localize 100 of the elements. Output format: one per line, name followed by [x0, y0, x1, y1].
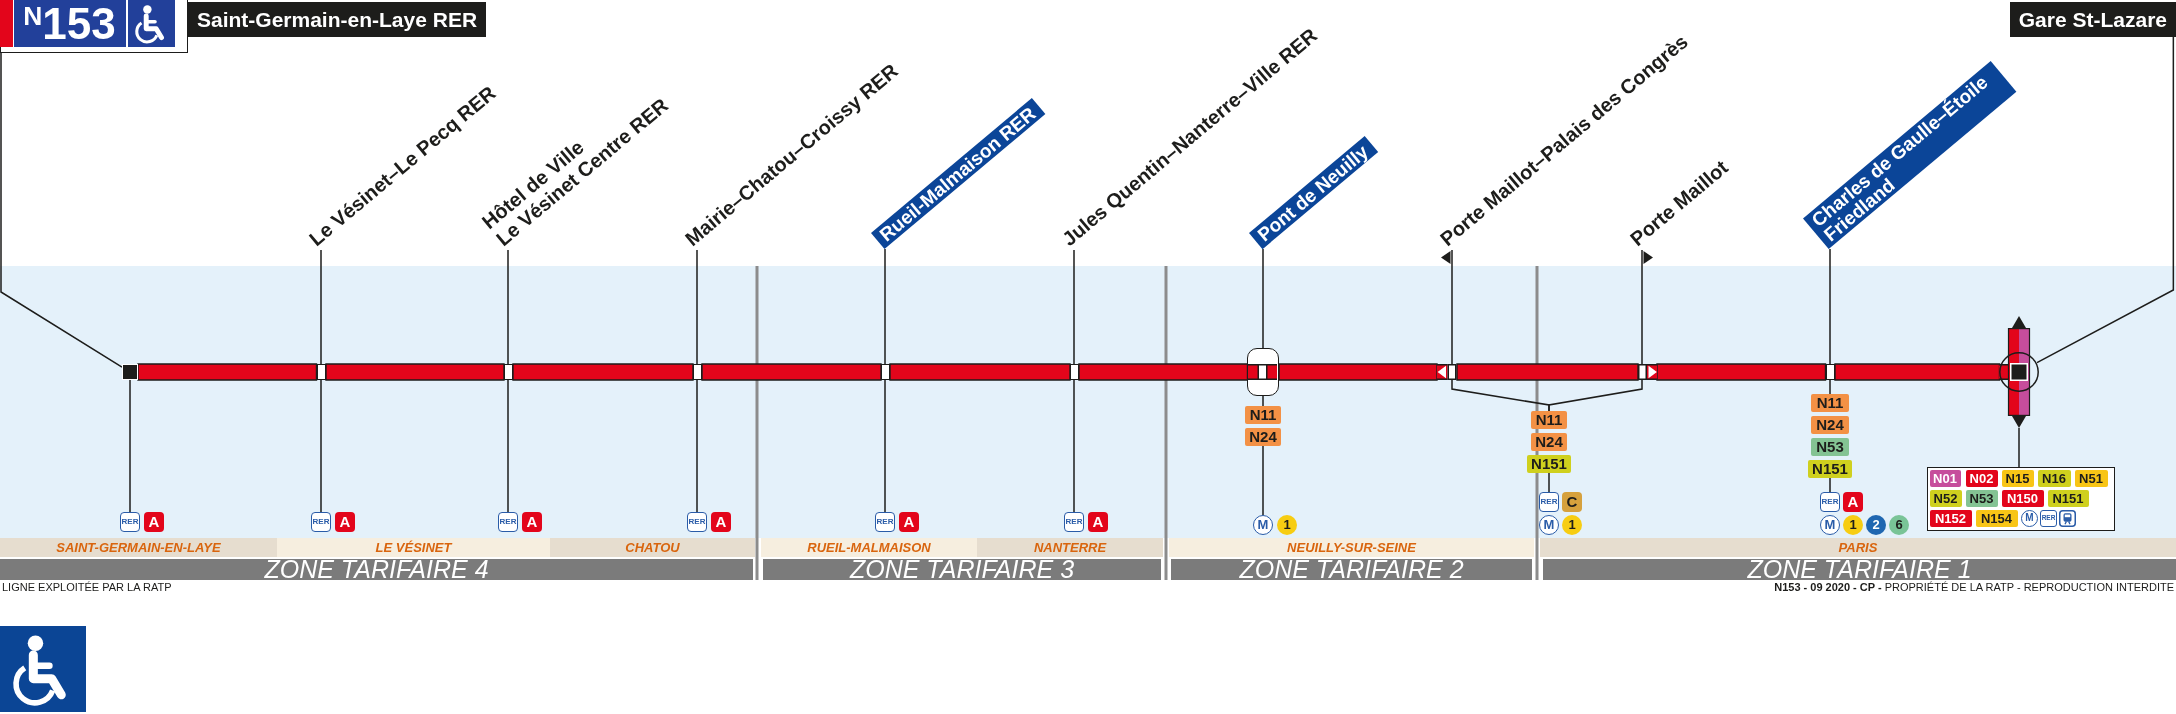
rer-line-badge: A [1088, 512, 1108, 532]
town-band: NANTERRE [977, 538, 1163, 557]
bus-line-badge: N53 [1811, 438, 1849, 456]
rer-line-badge: C [1562, 492, 1582, 512]
connector-line [1262, 445, 1264, 516]
leader-line [2035, 36, 2174, 364]
rer-badge: RER [120, 512, 140, 532]
town-band: RUEIL-MALMAISON [761, 538, 977, 557]
stop-marker [316, 364, 326, 380]
bus-line-badge: N53 [1965, 489, 1998, 507]
fare-zone-band: ZONE TARIFAIRE 4 [0, 559, 753, 580]
connector-line [1548, 472, 1550, 493]
route-line [1455, 363, 1639, 381]
metro-badge: M [2021, 509, 2038, 527]
footer-note: LIGNE EXPLOITÉE PAR LA RATP [2, 581, 172, 594]
fare-zone-band: ZONE TARIFAIRE 2 [1171, 559, 1532, 580]
town-band: CHATOU [550, 538, 755, 557]
rer-badge: RER [1064, 512, 1084, 532]
terminus-name-tag: Saint-Germain-en-Laye RER [188, 2, 487, 37]
rer-line-badge: A [899, 512, 919, 532]
framed-stop-marker [1247, 348, 1279, 396]
leader-line [320, 249, 322, 365]
rer-badge: RER [498, 512, 518, 532]
rer-badge: RER [1539, 492, 1559, 512]
leader-line [1262, 248, 1264, 349]
bus-line-badge: N151 [2047, 489, 2089, 507]
connections-panel [1927, 467, 2115, 531]
connector-line [696, 379, 698, 513]
rer-badge: RER [687, 512, 707, 532]
one-way-stop-marker [1437, 364, 1457, 380]
line-header-frame [0, 0, 188, 53]
leader-line [1641, 249, 1653, 365]
rer-line-badge: A [711, 512, 731, 532]
bus-line-badge: N15 [2001, 469, 2034, 487]
connector-line [1829, 477, 1831, 493]
bus-line-badge: N16 [2037, 469, 2071, 487]
route-line [700, 363, 882, 381]
connector-line [1262, 395, 1264, 407]
leader-line [1441, 249, 1453, 365]
stop-marker [880, 364, 890, 380]
bus-line-badge: N02 [1965, 469, 1998, 487]
connector-line [1548, 379, 1643, 412]
connector-line [507, 379, 509, 513]
bus-line-badge: N11 [1531, 411, 1567, 429]
fare-zone-band: ZONE TARIFAIRE 1 [1543, 559, 2176, 580]
rer-badge: RER [875, 512, 895, 532]
bus-line-badge: N24 [1811, 416, 1849, 434]
bus-line-badge: N51 [2074, 469, 2108, 487]
connector-line [884, 379, 886, 513]
connector-line [320, 379, 322, 513]
stop-marker [692, 364, 702, 380]
bus-line-badge: N52 [1929, 489, 1962, 507]
route-line [1833, 363, 2000, 381]
route-line [1077, 363, 1248, 381]
bus-line-badge: N24 [1531, 433, 1567, 451]
town-band: SAINT-GERMAIN-EN-LAYE [0, 538, 277, 557]
connector-line [129, 379, 131, 513]
route-line [1656, 363, 1827, 381]
connector-line [2018, 427, 2020, 468]
bus-line-badge: N11 [1811, 394, 1849, 412]
bus-line-badge: N150 [2001, 489, 2044, 507]
town-band: NEUILLY-SUR-SEINE [1169, 538, 1534, 557]
route-line [324, 363, 505, 381]
leader-line [884, 248, 886, 365]
bus-line-badge: N152 [1929, 509, 1972, 527]
bus-line-badge: N11 [1245, 406, 1281, 424]
town-band: LE VÉSINET [277, 538, 550, 557]
one-way-stop-marker [1637, 364, 1657, 380]
bus-line-badge: N01 [1929, 469, 1961, 487]
stop-marker [1069, 364, 1079, 380]
bus-line-badge: N154 [1975, 509, 2018, 527]
terminus-name-tag: Gare St-Lazare [2009, 2, 2176, 37]
leader-line [1073, 249, 1075, 365]
route-line [888, 363, 1071, 381]
bus-line-badge: N24 [1245, 428, 1281, 446]
stop-marker [1825, 364, 1835, 380]
rer-line-badge: A [1843, 492, 1863, 512]
stop-marker [503, 364, 513, 380]
route-line [511, 363, 694, 381]
rer-badge: RER [311, 512, 331, 532]
leader-line [696, 249, 698, 365]
footer-note: N153 - 09 2020 - CP - PROPRIÉTÉ DE LA RATP - REPRODUCTION INTERDITE [1774, 581, 2174, 594]
leader-line [507, 249, 509, 365]
line-number: $^{N}$153 [13, 0, 126, 47]
route-line [1278, 363, 1438, 381]
rer-badge: RER [1820, 492, 1840, 512]
leader-line [0, 52, 123, 368]
fare-zone-band: ZONE TARIFAIRE 3 [763, 559, 1161, 580]
rer-line-badge: A [522, 512, 542, 532]
connector-line [1073, 379, 1075, 513]
terminus-turnaround-marker [1999, 316, 2039, 428]
terminus-marker [122, 364, 138, 380]
connector-line [1829, 379, 1831, 395]
bus-line-badge: N151 [1527, 455, 1571, 473]
route-line [137, 363, 318, 381]
leader-line [1829, 248, 1831, 365]
rer-line-badge: A [335, 512, 355, 532]
town-band: PARIS [1540, 538, 2176, 557]
bus-line-badge: N151 [1808, 460, 1852, 478]
rer-line-badge: A [144, 512, 164, 532]
